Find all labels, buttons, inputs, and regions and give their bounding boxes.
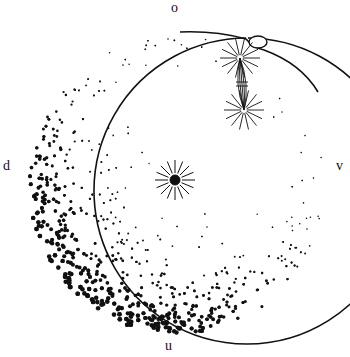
polar-body: [249, 36, 267, 48]
side-label: v: [336, 159, 343, 173]
yolk-stipple: [28, 38, 322, 335]
central-aster: [155, 160, 195, 200]
maturation-spindle: [220, 39, 264, 130]
egg-outline-top: [180, 32, 318, 92]
pole-label: u: [165, 339, 172, 353]
side-label: d: [3, 159, 10, 173]
pole-label: o: [171, 1, 178, 15]
